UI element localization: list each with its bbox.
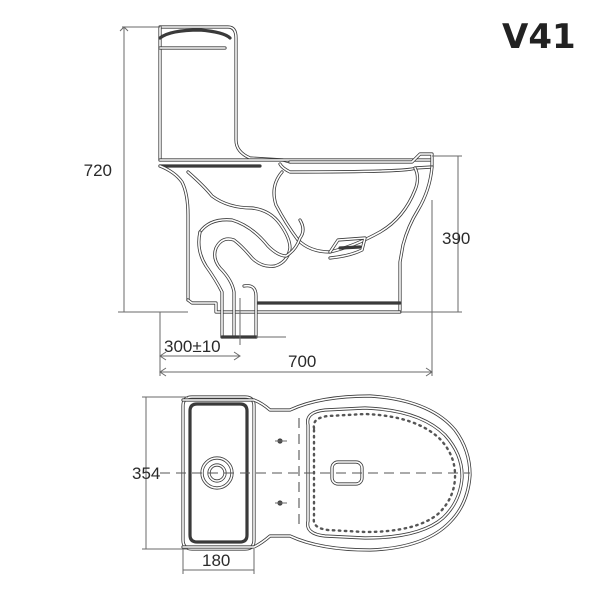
bowl-interior [272, 166, 420, 260]
bowl-height-label: 390 [442, 229, 470, 248]
dimension-bowl-height: 390 [400, 155, 470, 313]
trapway [186, 170, 305, 345]
dimension-tank-width: 354 [132, 396, 188, 550]
mounting-holes [275, 438, 287, 506]
dimension-total-length: 700 [159, 200, 433, 377]
total-length-label: 700 [288, 352, 316, 371]
model-label: V41 [502, 17, 576, 57]
tank-side [158, 25, 292, 164]
dimension-total-height: 720 [84, 26, 188, 313]
tank-width-label: 354 [132, 464, 160, 483]
body-outline [158, 164, 434, 314]
top-view: 354 180 [132, 394, 472, 574]
seat-rim [158, 152, 434, 174]
dimension-tank-depth: 180 [182, 549, 255, 574]
body-top-outline [181, 394, 472, 552]
rough-in-label: 300±10 [164, 337, 221, 356]
dimension-rough-in: 300±10 [159, 312, 241, 376]
total-height-label: 720 [84, 161, 112, 180]
side-view: 720 390 300±10 700 [84, 25, 470, 377]
tank-depth-label: 180 [202, 551, 230, 570]
